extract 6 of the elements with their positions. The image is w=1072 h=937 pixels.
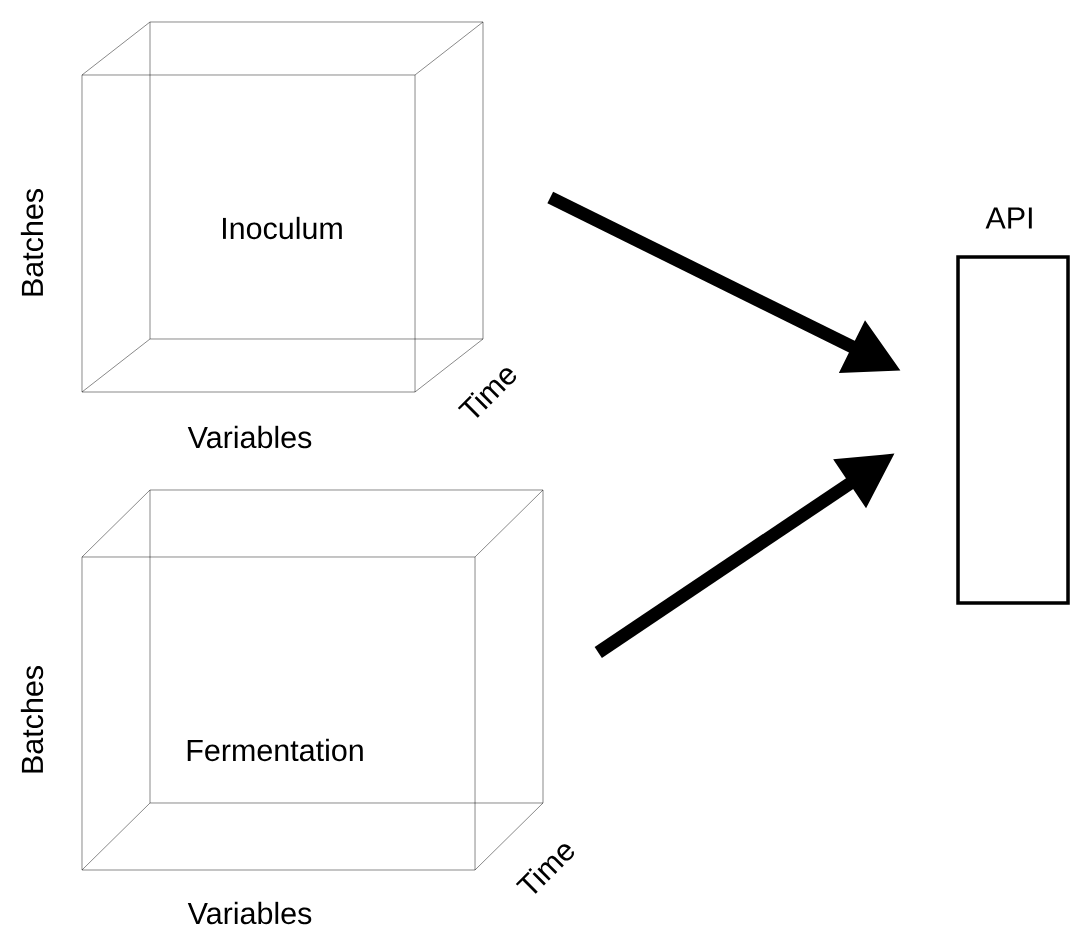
output-box: API <box>956 207 1070 605</box>
node-label: API <box>985 207 1032 229</box>
axis-label: Variables <box>187 901 312 925</box>
axis-label: Batches <box>20 189 44 296</box>
axis-label: Batches <box>20 666 44 773</box>
axis-label: Variables <box>187 425 312 449</box>
